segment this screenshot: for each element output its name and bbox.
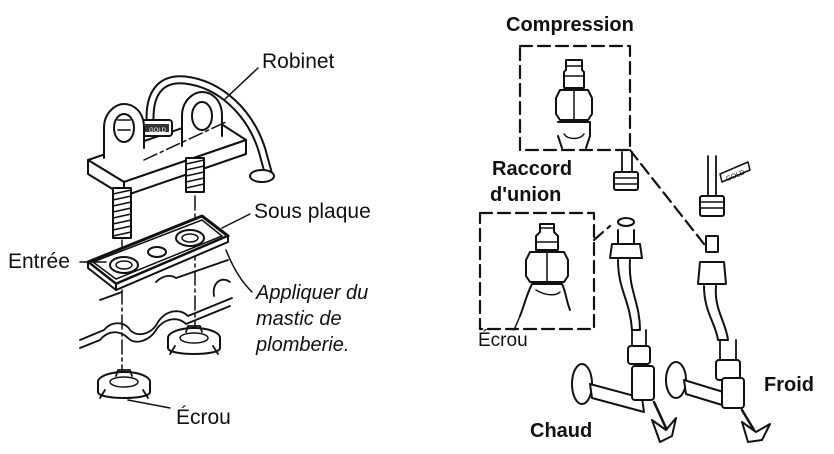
label-raccord-line1: Raccord <box>492 158 573 180</box>
label-sous-plaque: Sous plaque <box>254 200 371 223</box>
label-raccord-line2: d'union <box>490 184 562 206</box>
label-ecrou-right: Écrou <box>478 330 528 351</box>
label-mastic-line1: Appliquer du <box>256 282 369 304</box>
alignment-lines <box>121 121 227 385</box>
union-fitting-detail <box>513 223 571 331</box>
cold-supply-line <box>697 155 751 381</box>
label-ecrou-left: Écrou <box>176 406 231 429</box>
collar-brand-tag: GOLD <box>149 128 167 134</box>
hot-shutoff-valve <box>571 363 677 443</box>
hot-supply-line <box>609 151 651 365</box>
label-froid: Froid <box>764 374 814 396</box>
label-compression: Compression <box>506 14 634 36</box>
label-entree: Entrée <box>8 250 70 273</box>
mounting-nut-lower <box>97 369 151 399</box>
compression-fitting-detail <box>555 59 593 149</box>
label-chaud: Chaud <box>530 420 593 442</box>
detail-box-raccord <box>478 211 612 331</box>
detail-box-compression <box>518 44 706 246</box>
gasket-plate <box>86 214 230 291</box>
label-mastic-line3: plomberie. <box>256 334 350 356</box>
label-robinet: Robinet <box>262 50 335 73</box>
faucet-body <box>87 75 275 239</box>
label-mastic-line2: mastic de <box>256 308 342 330</box>
countertop-section <box>79 259 233 349</box>
mounting-nut-upper <box>167 325 221 355</box>
leader-lines-left <box>79 67 259 409</box>
cold-shutoff-valve <box>665 361 771 443</box>
